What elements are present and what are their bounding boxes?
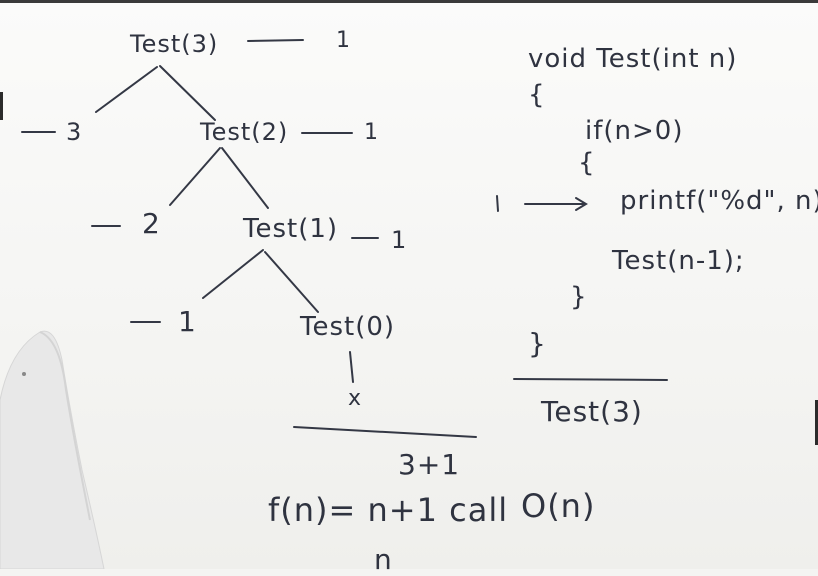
tree-node-0: Test(0) [300, 312, 396, 342]
branch-node2-right [221, 147, 269, 209]
code-if-close: } [570, 282, 588, 312]
root-count-dash [247, 39, 304, 42]
node0-stem [349, 351, 354, 383]
tree-total-calls: 3+1 [398, 448, 461, 481]
board-frame-left [0, 92, 3, 120]
code-open-brace: { [528, 80, 546, 110]
branch-node1-left [202, 249, 264, 299]
tree-node-1: Test(1) [243, 214, 339, 244]
tree-print-3: 3 [66, 118, 83, 146]
board-frame-top [0, 0, 818, 3]
tree-node-2: Test(2) [200, 118, 289, 146]
analysis-formula: f(n)= n+1 call [268, 491, 509, 529]
tree-node-1-count: 1 [391, 226, 408, 254]
branch-root-left [95, 66, 158, 113]
tree-root: Test(3) [130, 30, 219, 58]
tree-base-mark: x [348, 386, 363, 411]
analysis-n-label: n [374, 543, 393, 576]
call-separator [513, 378, 668, 381]
code-call: Test(3) [541, 395, 643, 428]
tree-node-2-count: 1 [364, 120, 379, 145]
branch-node1-right [264, 251, 319, 313]
shirt-button [22, 372, 26, 376]
arrow-head [575, 197, 588, 211]
branch-root-right [159, 65, 216, 121]
code-printf: printf("%d", n); [620, 186, 818, 216]
code-recursive-call: Test(n-1); [612, 246, 745, 276]
code-if: if(n>0) [585, 116, 684, 146]
code-close-brace: } [528, 327, 547, 360]
presenter [0, 330, 105, 569]
tree-print-1: 1 [178, 305, 197, 338]
code-if-open: { [578, 148, 596, 178]
tree-root-count: 1 [336, 28, 351, 53]
branch-node2-left [169, 147, 221, 206]
analysis-complexity: O(n) [521, 487, 596, 525]
print-count-tick [496, 195, 499, 212]
tree-print-2: 2 [142, 207, 161, 240]
total-separator [293, 426, 477, 438]
code-signature: void Test(int n) [528, 44, 738, 74]
board-frame-right [815, 400, 818, 445]
